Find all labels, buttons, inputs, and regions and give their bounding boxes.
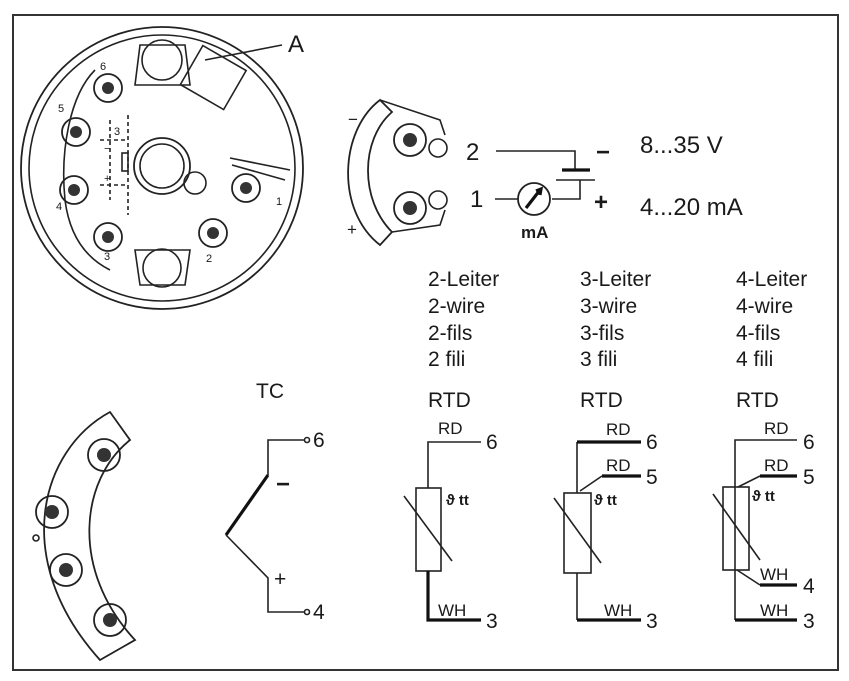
rd-label: RD bbox=[606, 456, 631, 475]
terminal-6: 6 bbox=[486, 431, 498, 454]
wire-column-3: 3-Leiter 3-wire 3-fils 3 fili RTD bbox=[580, 268, 651, 412]
terminal-2-label: 2 bbox=[466, 139, 479, 166]
rtd-4wire: RD RD WH WH 6 5 4 3 ϑ tt bbox=[712, 419, 815, 633]
sensor-terminal-block bbox=[32, 410, 137, 662]
terminal-3: 3 bbox=[486, 610, 498, 633]
col-label: 2 fili bbox=[428, 348, 465, 371]
tc-label: TC bbox=[256, 380, 284, 403]
wire-column-4: 4-Leiter 4-wire 4-fils 4 fili RTD bbox=[736, 268, 807, 412]
wh-label: WH bbox=[760, 565, 788, 584]
col-label: 3-Leiter bbox=[580, 268, 651, 291]
block-minus: − bbox=[348, 110, 358, 129]
col-label: 4-Leiter bbox=[736, 268, 807, 291]
col-label: 3 fili bbox=[580, 348, 617, 371]
head-terminal-label: + bbox=[104, 173, 110, 185]
wh-label: WH bbox=[760, 601, 788, 620]
head-terminal-label: 1 bbox=[276, 196, 282, 208]
rd-label: RD bbox=[764, 456, 789, 475]
tc-minus: − bbox=[276, 471, 290, 498]
head-terminal-label: 6 bbox=[100, 61, 106, 73]
sensor-label: RTD bbox=[428, 389, 471, 412]
block-plus: + bbox=[347, 220, 357, 239]
diagram-frame bbox=[12, 14, 839, 671]
theta-symbol: ϑ tt bbox=[752, 488, 775, 505]
terminal-4: 4 bbox=[803, 575, 815, 598]
supply-minus: − bbox=[596, 139, 610, 166]
supply-current: 4...20 mA bbox=[640, 194, 743, 221]
head-terminal-label: 2 bbox=[206, 253, 212, 265]
theta-symbol: ϑ tt bbox=[594, 492, 617, 509]
supply-loop: 2 1 mA − + 8...35 V 4...20 mA bbox=[466, 132, 743, 242]
terminal-5: 5 bbox=[803, 466, 815, 489]
rtd-resistor bbox=[722, 486, 750, 571]
col-label: 4-fils bbox=[736, 322, 780, 345]
rd-label: RD bbox=[606, 420, 631, 439]
col-label: 2-wire bbox=[428, 295, 485, 318]
head-terminal-label: 3 bbox=[104, 251, 110, 263]
theta-symbol: ϑ tt bbox=[446, 492, 469, 509]
rd-label: RD bbox=[764, 419, 789, 438]
rtd-2wire: RD WH 6 3 ϑ tt bbox=[403, 419, 498, 633]
rd-label: RD bbox=[438, 419, 463, 438]
callout-a: A bbox=[288, 31, 304, 58]
thermocouple-wiring: TC 6 4 − + bbox=[224, 380, 325, 624]
head-terminal-label: 3 bbox=[114, 126, 120, 138]
terminal-3: 3 bbox=[646, 610, 658, 633]
rtd-3wire: RD RD WH 6 5 3 ϑ tt bbox=[553, 420, 658, 633]
wh-label: WH bbox=[438, 601, 466, 620]
terminal-3: 3 bbox=[803, 610, 815, 633]
head-terminal-label: 5 bbox=[58, 103, 64, 115]
col-label: 2-fils bbox=[428, 322, 472, 345]
terminal-6: 6 bbox=[803, 431, 815, 454]
sensor-label: RTD bbox=[736, 389, 779, 412]
tc-terminal-6: 6 bbox=[313, 429, 325, 452]
supply-plus: + bbox=[594, 189, 608, 216]
head-terminal-numbers: 6 5 4 3 1 2 3 − + bbox=[56, 61, 282, 265]
screw-terminals bbox=[59, 73, 261, 252]
col-label: 3-fils bbox=[580, 322, 624, 345]
col-label: 3-wire bbox=[580, 295, 637, 318]
tc-terminal-4: 4 bbox=[313, 601, 325, 624]
meter-unit: mA bbox=[521, 223, 548, 242]
col-label: 4 fili bbox=[736, 348, 773, 371]
sensor-label: RTD bbox=[580, 389, 623, 412]
head-terminal-label: 4 bbox=[56, 201, 62, 213]
terminal-5: 5 bbox=[646, 466, 658, 489]
ammeter-icon bbox=[517, 182, 551, 216]
display-connector bbox=[179, 44, 248, 111]
head-terminal-label: − bbox=[104, 143, 110, 155]
terminal-6: 6 bbox=[646, 431, 658, 454]
tc-plus: + bbox=[274, 568, 286, 591]
wh-label: WH bbox=[604, 601, 632, 620]
col-label: 2-Leiter bbox=[428, 268, 499, 291]
transmitter-head: A bbox=[20, 26, 304, 310]
wire-column-2: 2-Leiter 2-wire 2-fils 2 fili RTD bbox=[428, 268, 499, 412]
col-label: 4-wire bbox=[736, 295, 793, 318]
supply-terminal-block: − + bbox=[347, 98, 448, 247]
terminal-1-label: 1 bbox=[470, 186, 483, 213]
supply-voltage: 8...35 V bbox=[640, 132, 723, 159]
